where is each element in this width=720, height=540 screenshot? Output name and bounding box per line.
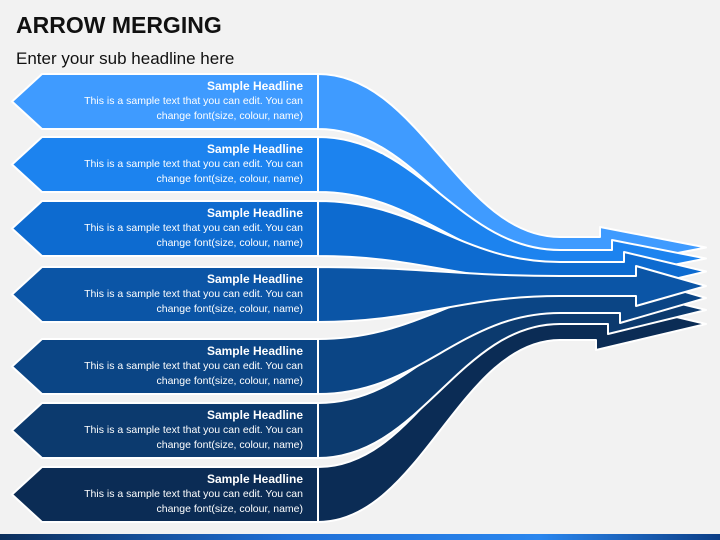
- page-subtitle: Enter your sub headline here: [16, 49, 235, 68]
- card-text: This is a sample text that you can edit.…: [84, 158, 303, 185]
- merge-ribbon-1: [317, 73, 707, 269]
- card-text: This is a sample text that you can edit.…: [84, 95, 303, 122]
- merge-ribbon-3: [317, 200, 707, 292]
- card-headline: Sample Headline: [206, 472, 303, 486]
- card-headline: Sample Headline: [206, 206, 303, 220]
- card-text: This is a sample text that you can edit.…: [84, 424, 303, 451]
- card-text: This is a sample text that you can edit.…: [84, 488, 303, 515]
- card-text: This is a sample text that you can edit.…: [84, 288, 303, 315]
- card-arrow-box-4: [10, 266, 319, 323]
- card-arrow-box-2: [10, 136, 319, 193]
- card-arrow-box-1: [10, 73, 319, 130]
- card-headline: Sample Headline: [206, 79, 303, 93]
- card-headline: Sample Headline: [206, 142, 303, 156]
- card-text: This is a sample text that you can edit.…: [84, 360, 303, 387]
- card-headline: Sample Headline: [206, 344, 303, 358]
- page-title: ARROW MERGING: [16, 12, 222, 38]
- merge-ribbon-4: [317, 265, 707, 323]
- card-arrow-box-6: [10, 402, 319, 459]
- card-headline: Sample Headline: [206, 408, 303, 422]
- card-arrow-box-3: [10, 200, 319, 257]
- card-arrow-box-7: [10, 466, 319, 523]
- card-arrow-box-5: [10, 338, 319, 395]
- card-headline: Sample Headline: [206, 272, 303, 286]
- bottom-accent-bar: [0, 534, 720, 540]
- merge-ribbon-5: [317, 272, 707, 395]
- card-text: This is a sample text that you can edit.…: [84, 222, 303, 249]
